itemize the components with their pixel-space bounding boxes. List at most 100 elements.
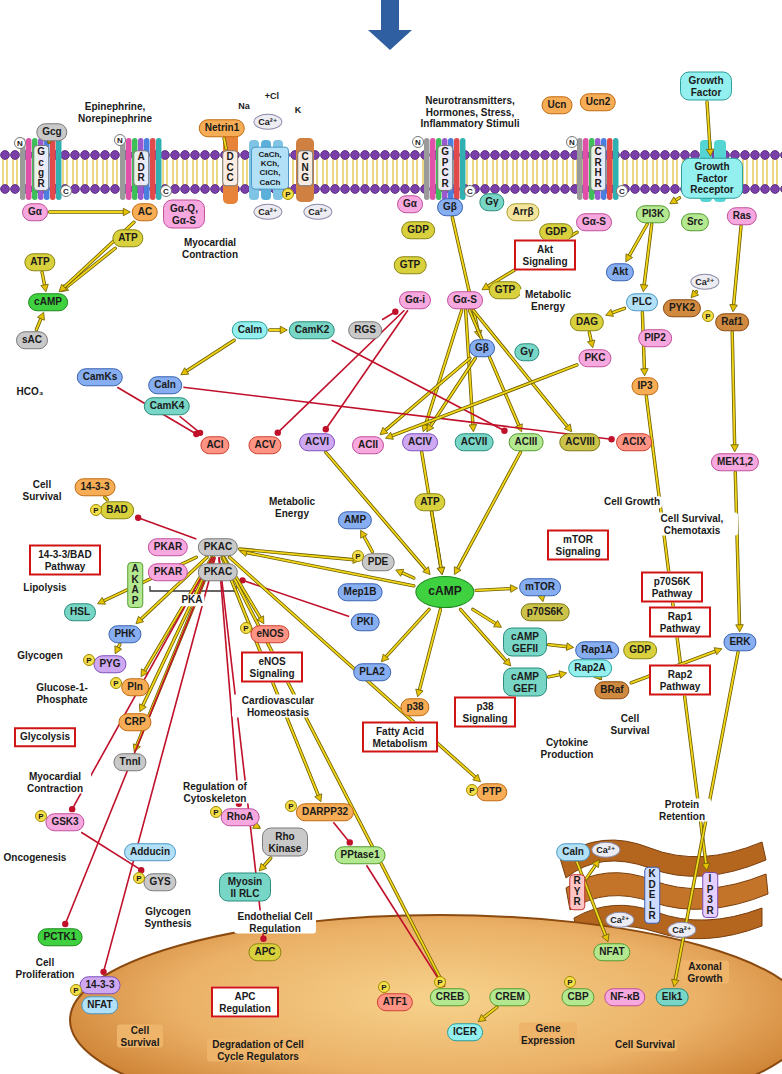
node-text: Akt Signaling — [520, 244, 570, 267]
arrow-head — [437, 567, 444, 575]
phospho-mark: P — [285, 800, 297, 812]
connector-outline — [65, 248, 115, 288]
protein-node: AC — [132, 203, 158, 221]
process-label: Lipolysis — [21, 582, 68, 594]
node-text: RGS — [354, 324, 376, 336]
phospho-mark: P — [352, 550, 364, 562]
node-text: Akt — [612, 266, 628, 278]
arrow-head — [702, 863, 710, 870]
protein-node: PLC — [626, 293, 658, 311]
process-label: Glucose-1-Phosphate — [26, 682, 98, 705]
node-text: BAD — [106, 504, 128, 516]
protein-node: ACIII — [509, 433, 544, 451]
arrow-head — [380, 427, 388, 434]
node-text: GDP — [629, 644, 651, 656]
connector-line — [401, 572, 414, 578]
protein-node: PKAC — [198, 563, 238, 581]
node-text: ACVII — [461, 436, 488, 448]
activation-connector — [49, 208, 130, 216]
inhibition-connector — [366, 865, 445, 987]
node-text: Ca²⁺ — [695, 277, 714, 287]
protein-node: Raf1 — [715, 313, 749, 331]
arrow-head — [473, 774, 481, 781]
connector-line — [419, 609, 440, 691]
connector-line — [105, 497, 107, 500]
protein-node: BAD — [100, 501, 134, 519]
connector-outline — [549, 674, 561, 677]
phospho-mark: P — [133, 872, 145, 884]
phospho-mark: P — [378, 981, 390, 993]
node-text: mTOR — [525, 581, 555, 593]
receptor — [577, 138, 619, 200]
arrow-head — [559, 671, 567, 678]
node-text: cAMP GEFII — [509, 631, 541, 654]
connector-outline — [707, 102, 710, 150]
arrow-head — [641, 369, 649, 376]
activation-connector — [640, 224, 651, 292]
node-text: HSL — [70, 606, 90, 618]
protein-node: CBP — [561, 988, 594, 1006]
inhibition-connector — [323, 310, 408, 432]
pathway-box: eNOS Signaling — [241, 652, 303, 683]
process-label: Cell Survival — [607, 713, 653, 736]
receptor-label: KDELR — [644, 867, 660, 924]
connector-outline — [326, 452, 427, 570]
node-text: AMP — [344, 514, 366, 526]
node-text: Gα-S — [582, 216, 606, 228]
connector-line — [270, 329, 282, 331]
node-text: PKAR — [154, 541, 182, 553]
terminus-mark: C — [616, 185, 628, 197]
receptor-label: ADR — [133, 150, 149, 186]
node-text: sAC — [22, 334, 42, 346]
node-text: p38 — [406, 701, 423, 713]
receptor-label: GcgR — [33, 145, 49, 191]
connector-line — [385, 609, 429, 657]
node-text: Mep1B — [344, 586, 377, 598]
input-arrow-head — [368, 30, 412, 50]
node-text: ACIX — [622, 436, 646, 448]
node-text: ATF1 — [383, 996, 407, 1008]
protein-node: Rap2A — [568, 659, 612, 677]
connector-line — [457, 452, 520, 569]
activation-connector — [691, 290, 698, 298]
inhibition-head — [100, 969, 106, 975]
node-text: eNOS — [256, 628, 283, 640]
node-text: Ca²⁺ — [596, 845, 615, 855]
arrow-head — [592, 860, 599, 868]
connector-outline — [629, 224, 647, 256]
pathway-box: mTOR Signaling — [547, 530, 609, 561]
process-label: Cell Survival — [613, 1039, 677, 1051]
protein-node: Gα — [22, 203, 48, 221]
connector-outline — [42, 272, 45, 286]
activation-connector — [223, 557, 445, 987]
activation-connector — [606, 308, 625, 316]
node-text: PYK2 — [669, 302, 695, 314]
protein-node: ACVIII — [559, 433, 600, 451]
node-text: GTP — [400, 259, 421, 271]
connector-line — [65, 557, 214, 924]
connector-outline — [589, 332, 591, 342]
connector-line — [229, 557, 476, 778]
process-label: Endothelial Cell Regulation — [234, 911, 316, 934]
node-text: Arrβ — [512, 206, 533, 218]
phospho-mark: P — [90, 504, 102, 516]
ion-circle: Ca²⁺ — [253, 204, 282, 220]
activation-connector — [735, 472, 743, 632]
receptor-label: IP3R — [702, 872, 718, 918]
arrow-head — [59, 284, 67, 292]
protein-node: Netrin1 — [199, 119, 245, 137]
activation-connector — [731, 332, 739, 452]
connector-outline — [385, 609, 429, 657]
node-text: ATP — [30, 256, 49, 268]
protein-node: PKI — [351, 613, 380, 631]
second-messenger: cAMP — [415, 576, 474, 608]
inhibition-head — [323, 426, 329, 432]
activation-connector — [586, 860, 599, 879]
node-text: Adducin — [130, 846, 170, 858]
terminus-mark: N — [566, 136, 578, 148]
arrow-head — [37, 312, 44, 320]
connector-line — [104, 557, 216, 972]
node-text: ACI — [206, 439, 223, 451]
node-text: Ucn — [548, 99, 567, 111]
arrow-head — [691, 290, 698, 298]
